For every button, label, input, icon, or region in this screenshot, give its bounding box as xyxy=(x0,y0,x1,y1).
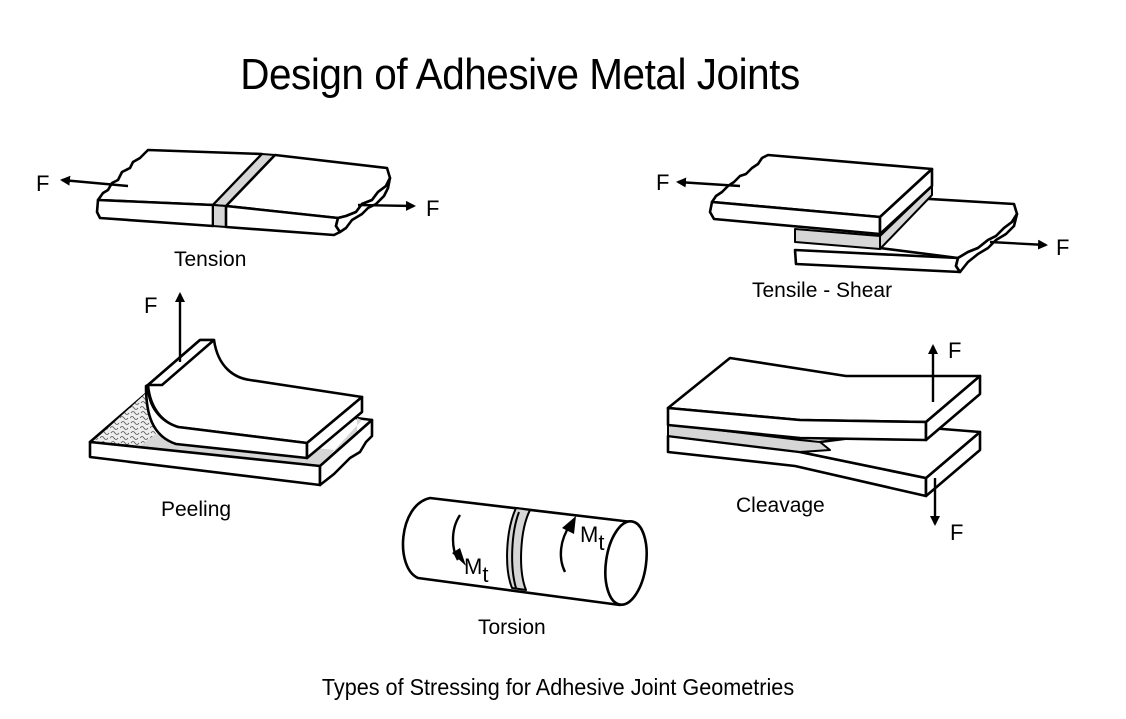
tension-joint: F F Tension xyxy=(36,148,439,271)
tension-force-arrow-right xyxy=(357,200,416,211)
peeling-label: Peeling xyxy=(161,498,231,521)
peeling-crumpled-adhesive xyxy=(94,394,156,446)
cleavage-force-label-down: F xyxy=(950,520,963,545)
tensile-shear-force-arrow-right xyxy=(989,239,1048,250)
cleavage-joint: F F Cleavage xyxy=(666,338,982,545)
tension-force-label-right: F xyxy=(426,196,439,221)
tensile-shear-upper-plate-side xyxy=(878,167,934,236)
tensile-shear-force-label-right: F xyxy=(1056,235,1069,260)
tension-label: Tension xyxy=(174,248,246,271)
torsion-moment-label-left: Mt xyxy=(464,554,488,587)
torsion-label: Torsion xyxy=(478,616,546,639)
tension-adhesive-front xyxy=(212,204,227,228)
torsion-moment-label-right: Mt xyxy=(580,522,604,555)
cleavage-upper-plate-side xyxy=(924,374,982,442)
tensile-shear-lower-plate-end xyxy=(954,212,1019,274)
cleavage-label: Cleavage xyxy=(736,494,825,517)
torsion-joint: Mt Mt Torsion xyxy=(401,496,648,639)
tensile-shear-force-arrow-left xyxy=(676,177,741,188)
figure-caption: Types of Stressing for Adhesive Joint Ge… xyxy=(321,674,795,700)
tension-force-label-left: F xyxy=(36,171,49,196)
torsion-cylinder-end xyxy=(604,520,648,606)
cleavage-force-label-up: F xyxy=(948,338,961,363)
tension-force-arrow-left xyxy=(60,175,129,188)
peeling-force-label: F xyxy=(144,293,157,318)
peeling-upper-strip-side xyxy=(305,395,364,460)
tensile-shear-force-label-left: F xyxy=(656,170,669,195)
peeling-joint: F Peeling xyxy=(88,292,374,521)
tension-left-plate-front xyxy=(95,198,215,228)
peeling-bottom-plate-side xyxy=(318,418,374,487)
peeling-upper-strip-lip xyxy=(146,338,216,387)
tensile-shear-upper-plate-front xyxy=(708,200,882,236)
tensile-shear-joint: F F Tensile - Shear xyxy=(656,153,1069,302)
peeling-upper-strip-front xyxy=(144,383,309,460)
cleavage-adhesive xyxy=(667,423,831,453)
tensile-shear-label: Tensile - Shear xyxy=(752,279,892,302)
page-title: Design of Adhesive Metal Joints xyxy=(240,50,800,99)
